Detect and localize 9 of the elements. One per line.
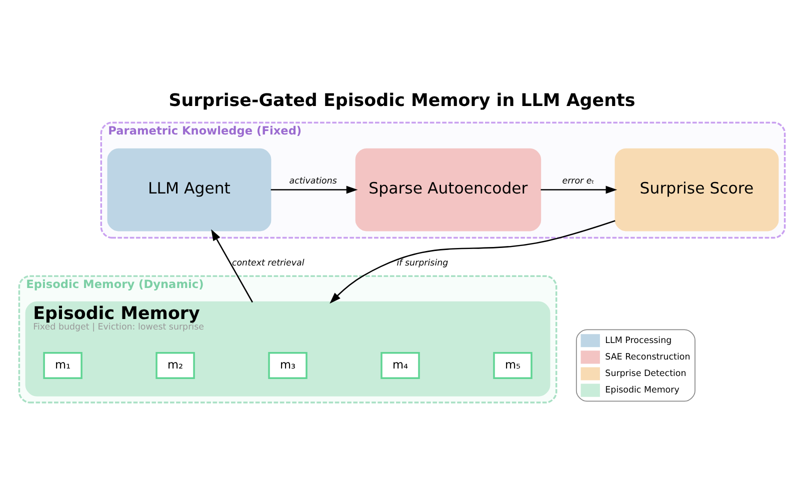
diagram-title: Surprise-Gated Episodic Memory in LLM Agents — [168, 90, 636, 111]
edge-label: error eₜ — [562, 176, 594, 186]
edge-label: activations — [289, 176, 337, 186]
legend-label: SAE Reconstruction — [605, 352, 690, 362]
legend-label: Episodic Memory — [605, 385, 680, 396]
edge-label: context retrieval — [232, 258, 304, 268]
legend-label: LLM Processing — [605, 335, 672, 346]
legend-label: Surprise Detection — [605, 368, 686, 378]
edge-label: if surprising — [396, 258, 448, 268]
